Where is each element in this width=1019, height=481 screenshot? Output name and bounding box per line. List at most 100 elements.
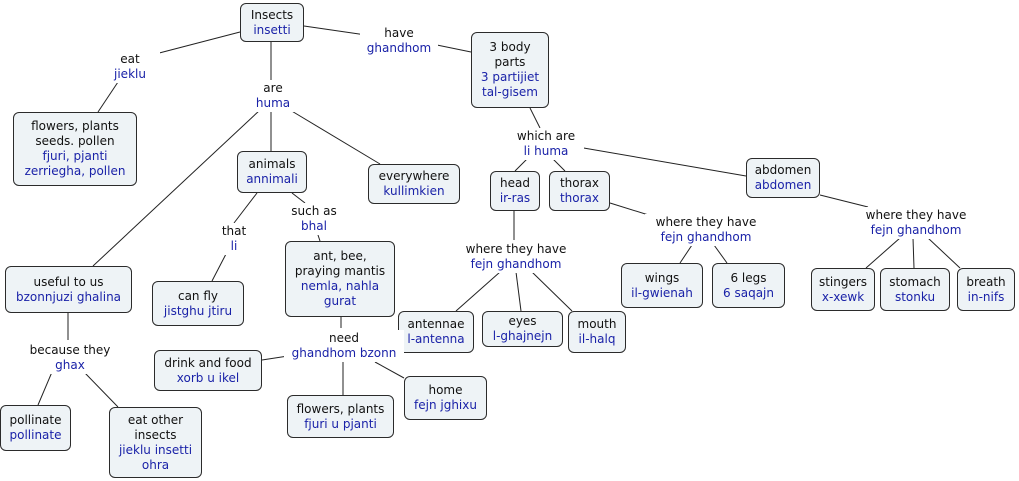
link-because-they: because they ghax [18,342,122,374]
link-english-text: eat [120,52,140,66]
edge [97,81,119,113]
node-abdomen[interactable]: abdomen abdomen [746,158,820,198]
node-maltese-text: fjuri u pjanti [304,416,377,431]
edge [303,25,367,36]
node-stomach[interactable]: stomach stonku [880,268,950,311]
node-english-text: eyes [508,314,537,328]
node-english-text: everywhere [378,169,450,183]
node-drink-and-food[interactable]: drink and food xorb u ikel [154,350,262,391]
edge [233,192,258,224]
node-english-text: eat other insects [127,412,184,442]
link-need: need ghandhom bzonn [284,330,404,362]
node-home[interactable]: home fejn jghixu [404,376,487,420]
node-english-text: 6 legs [730,270,767,285]
node-maltese-text: jieklu insetti ohra [118,442,193,472]
link-maltese-text: jieklu [114,67,146,81]
node-wings[interactable]: wings il-gwienah [621,263,703,308]
link-maltese-text: fejn ghandhom [660,230,752,244]
node-insects[interactable]: Insects insetti [240,3,304,42]
link-where-they-have-abdomen: where they have fejn ghandhom [855,207,977,239]
node-maltese-text: pollinate [9,428,62,442]
node-maltese-text: kullimkien [383,184,445,198]
node-maltese-text: l-ghajnejn [492,329,553,343]
link-english-text: where they have [655,215,757,229]
link-english-text: that [221,224,247,238]
node-english-text: animals [248,157,296,171]
node-antennae[interactable]: antennae l-antenna [398,311,474,353]
node-maltese-text: in-nifs [967,289,1005,304]
node-3-body-parts[interactable]: 3 body parts 3 partijiet tal-gisem [471,32,549,108]
node-english-text: head [500,176,530,190]
node-flowers-seeds-pollen[interactable]: flowers, plants seeds. pollen fjuri, pja… [13,112,137,186]
link-english-text: have [384,26,414,40]
edge [531,271,573,312]
node-maltese-text: il-gwienah [631,285,693,300]
node-6-legs[interactable]: 6 legs 6 saqajn [712,263,785,308]
link-eat: eat jieklu [100,51,160,83]
edge [374,361,405,379]
link-english-text: which are [516,129,576,143]
node-english-text: antennae [407,317,465,331]
node-english-text: drink and food [164,355,252,370]
edge [514,157,529,172]
node-english-text: ant, bee, praying mantis [294,249,386,278]
node-pollinate[interactable]: pollinate pollinate [0,405,71,451]
node-maltese-text: 6 saqajn [723,285,774,300]
edge [92,109,261,267]
node-english-text: mouth [577,317,617,331]
node-breath[interactable]: breath in-nifs [957,268,1015,311]
node-english-text: pollinate [9,413,62,427]
node-mouth[interactable]: mouth il-halq [568,311,626,353]
node-english-text: flowers, plants seeds. pollen [31,119,119,148]
link-have: have ghandhom [360,25,438,57]
link-that: that li [212,223,256,255]
node-english-text: breath [966,274,1006,289]
node-english-text: can fly [177,288,219,303]
edge [551,157,566,172]
link-such-as: such as bhal [282,203,346,235]
node-maltese-text: x-xewk [821,289,865,304]
node-eyes[interactable]: eyes l-ghajnejn [482,311,563,347]
link-maltese-text: ghandhom bzonn [291,346,397,360]
edge [927,237,961,269]
node-can-fly[interactable]: can fly jistghu jtiru [152,281,244,326]
edge [211,253,227,282]
link-english-text: are [263,81,283,95]
node-english-text: Insects [250,7,294,22]
edge [291,192,306,204]
node-head[interactable]: head ir-ras [490,171,540,211]
node-thorax[interactable]: thorax thorax [549,171,610,211]
edge [679,244,693,264]
node-maltese-text: xorb u ikel [176,370,240,385]
node-english-text: abdomen [754,163,812,177]
edge [37,371,53,406]
edge [431,43,472,53]
node-english-text: useful to us [33,274,104,289]
link-maltese-text: fejn ghandhom [870,223,962,237]
node-maltese-text: nemla, nahla gurat [300,279,380,308]
node-maltese-text: jistghu jtiru [163,303,233,318]
node-english-text: home [428,383,463,397]
edge [261,355,289,361]
edge [571,145,747,177]
node-maltese-text: 3 partijiet tal-gisem [480,70,540,99]
edge [529,107,541,129]
link-maltese-text: huma [255,96,291,110]
node-useful-to-us[interactable]: useful to us bzonnjuzi ghalina [5,266,132,313]
node-animals[interactable]: animals annimali [237,151,307,193]
node-maltese-text: insetti [253,22,291,37]
node-everywhere[interactable]: everywhere kullimkien [368,164,460,204]
edge [83,371,119,408]
node-ant-bee-mantis[interactable]: ant, bee, praying mantis nemla, nahla gu… [285,241,395,317]
node-flowers-plants[interactable]: flowers, plants fjuri u pjanti [287,395,394,438]
node-maltese-text: fjuri, pjanti zerriegha, pollen [24,149,126,178]
link-english-text: because they [29,343,111,357]
node-maltese-text: annimali [246,172,298,186]
link-maltese-text: ghax [55,358,85,372]
link-maltese-text: li huma [523,144,569,158]
node-stingers[interactable]: stingers x-xewk [811,268,875,311]
node-maltese-text: bzonnjuzi ghalina [15,289,122,304]
node-eat-other-insects[interactable]: eat other insects jieklu insetti ohra [109,407,202,478]
link-maltese-text: ghandhom [366,41,432,55]
